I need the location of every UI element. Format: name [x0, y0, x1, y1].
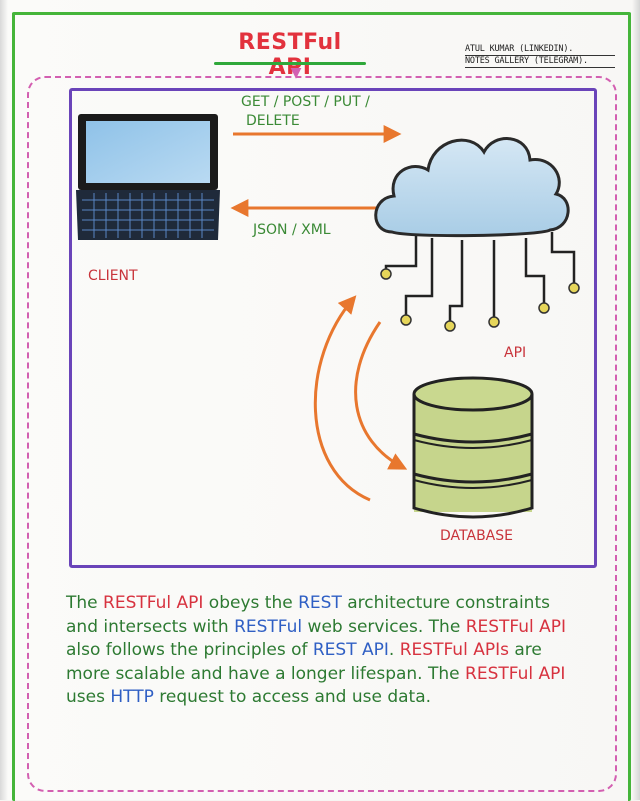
cloud-icon — [374, 137, 570, 238]
description-segment: The — [66, 593, 104, 613]
database-icon — [412, 376, 534, 519]
description-segment: request to access and use data. — [153, 687, 432, 707]
description-segment: REST — [298, 593, 342, 613]
description-segment: REST API — [312, 640, 389, 660]
dashed-frame — [27, 76, 617, 792]
api-label: API — [504, 345, 527, 361]
credit-underline — [465, 55, 615, 56]
description-segment: RESTFul API — [103, 593, 204, 613]
response-format-label: JSON / XML — [253, 222, 331, 238]
database-label: DATABASE — [440, 528, 513, 544]
client-label: CLIENT — [88, 268, 138, 284]
laptop-icon — [76, 114, 220, 240]
diagram-panel — [69, 88, 597, 568]
db-to-api-arrow — [313, 295, 371, 502]
credit-underline — [465, 67, 615, 68]
description-segment: RESTFul API — [465, 616, 567, 637]
description-segment: uses — [66, 687, 111, 707]
request-methods-label-2: DELETE — [246, 113, 300, 129]
description-segment: RESTFul APIs — [399, 640, 509, 660]
description-segment: also follows the principles of — [66, 640, 313, 660]
description-segment: web services. The — [302, 616, 466, 637]
description-segment: . — [388, 640, 400, 660]
title-pointer-icon: ▼ — [290, 65, 302, 81]
credit-telegram: NOTES GALLERY (TELEGRAM). — [465, 56, 588, 66]
connector-nodes — [380, 268, 580, 332]
title-underline — [214, 62, 366, 65]
description-segment: HTTP — [110, 687, 154, 707]
description-paragraph: The RESTFul API obeys the REST architect… — [66, 592, 576, 710]
page-title: RESTFul API — [238, 30, 342, 80]
description-segment: obeys the — [203, 593, 299, 613]
description-segment: RESTFul API — [465, 663, 566, 684]
api-connectors — [384, 232, 576, 322]
outer-border — [12, 12, 631, 801]
api-to-db-arrow — [354, 321, 408, 470]
request-methods-label: GET / POST / PUT / — [241, 94, 370, 110]
description-segment: are more scalable and have a longer life… — [66, 640, 542, 684]
description-segment: RESTFul — [234, 616, 303, 637]
description-segment: architecture constraints and intersects … — [66, 593, 550, 637]
credit-linkedin: ATUL KUMAR (LINKEDIN). — [465, 44, 574, 54]
